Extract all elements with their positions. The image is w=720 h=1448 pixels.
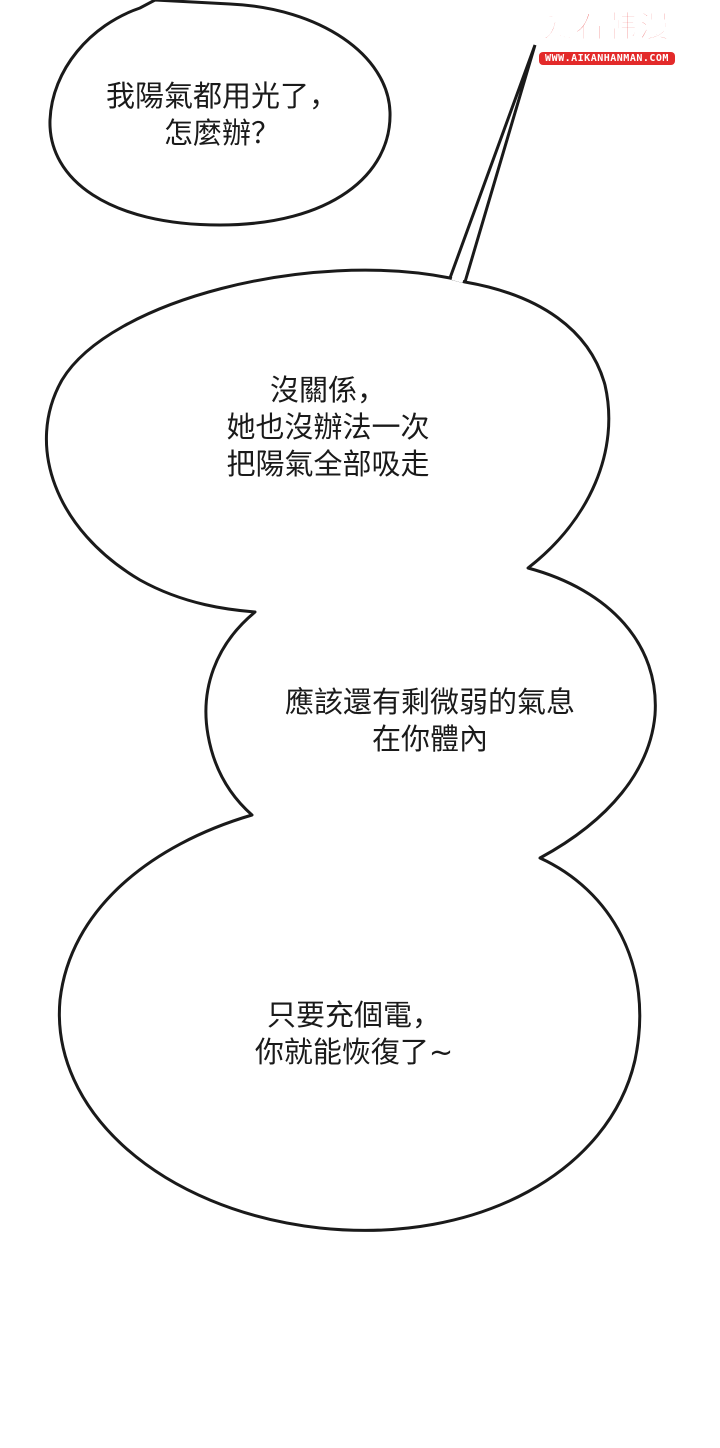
bubble-line: 怎麼辦？ (163, 116, 281, 150)
bubble-2-text: 沒關係， 她也沒辦法一次 把陽氣全部吸走 (226, 372, 429, 483)
speech-tail (448, 44, 537, 283)
bubble-line: 你就能恢復了~ (254, 1035, 454, 1069)
watermark-url: WWW.AIKANHANMAN.COM (539, 52, 675, 65)
bubble-1-text: 我陽氣都用光了， 怎麼辦？ (106, 78, 338, 152)
bubble-line: 只要充個電， (266, 998, 441, 1032)
bubble-line: 把陽氣全部吸走 (226, 447, 430, 481)
bubble-3-text: 應該還有剩微弱的氣息 在你體內 (285, 684, 575, 758)
speech-bubble-stack (44, 268, 657, 1232)
speech-bubble-1 (48, 0, 392, 227)
site-watermark: 爱看韩漫 WWW.AIKANHANMAN.COM (502, 2, 712, 65)
bubble-line: 我陽氣都用光了， (105, 79, 339, 113)
bubble-line: 在你體內 (371, 722, 489, 756)
bubble-line: 沒關係， (269, 373, 387, 407)
bubble-4-text: 只要充個電， 你就能恢復了~ (255, 997, 453, 1071)
watermark-logo: 爱看韩漫 (543, 10, 671, 46)
bubble-line: 她也沒辦法一次 (226, 410, 430, 444)
bubble-line: 應該還有剩微弱的氣息 (284, 685, 576, 719)
